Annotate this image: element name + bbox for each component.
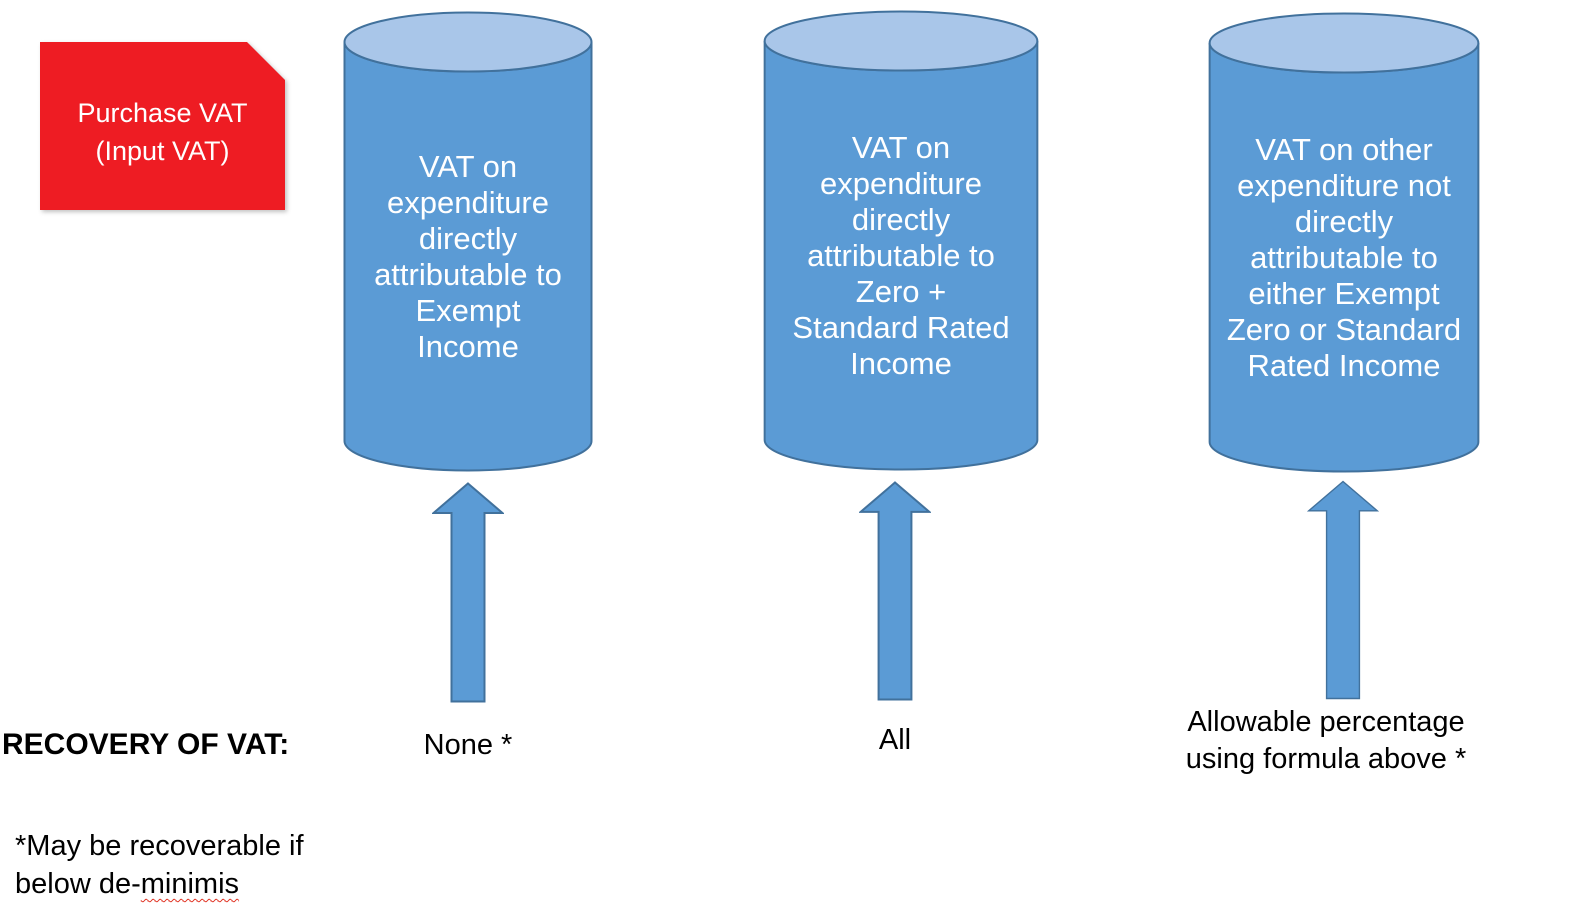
purchase-vat-badge-shape: Purchase VAT (Input VAT): [40, 42, 285, 210]
footnote-misspelled-word: minimis: [140, 868, 240, 900]
recovery-of-vat-label: RECOVERY OF VAT:: [2, 728, 290, 761]
cylinder-exempt-income: VAT on expenditure directly attributable…: [343, 11, 593, 472]
purchase-vat-badge-line2: (Input VAT): [95, 136, 230, 166]
cylinder-shape: [343, 11, 593, 472]
cylinder-exempt-income-label: VAT on expenditure directly attributable…: [374, 148, 562, 364]
footnote-line2-text: below de-: [15, 868, 141, 900]
cylinder-zero-standard-income: VAT on expenditure directly attributable…: [763, 10, 1039, 471]
cylinder-zero-standard-income-label: VAT on expenditure directly attributable…: [792, 129, 1010, 381]
recovery-all-label: All: [878, 724, 912, 756]
recovery-none-label: None *: [423, 729, 513, 761]
purchase-vat-badge: Purchase VAT (Input VAT): [40, 42, 285, 210]
cylinder-shape: [1208, 12, 1480, 473]
cylinder-exempt-income-label-wrap: VAT on expenditure directly attributable…: [343, 11, 593, 472]
purchase-vat-badge-line1: Purchase VAT: [77, 98, 248, 128]
arrow-up-icon: [859, 481, 931, 701]
cylinder-non-attributable-label: VAT on other expenditure not directly at…: [1226, 131, 1462, 383]
arrow-up-icon: [1307, 480, 1379, 700]
cylinder-shape: [763, 10, 1039, 471]
recovery-allowable-percentage-label: Allowable percentage using formula above…: [1185, 706, 1467, 775]
footnote: *May be recoverable if below de-minimis: [15, 827, 304, 903]
cylinder-non-attributable-label-wrap: VAT on other expenditure not directly at…: [1208, 12, 1480, 473]
footnote-line2: below de-minimis: [15, 865, 304, 903]
footnote-line1: *May be recoverable if: [15, 830, 304, 862]
arrow-up-icon: [432, 482, 504, 703]
cylinder-non-attributable: VAT on other expenditure not directly at…: [1208, 12, 1480, 473]
cylinder-zero-standard-income-label-wrap: VAT on expenditure directly attributable…: [763, 10, 1039, 471]
